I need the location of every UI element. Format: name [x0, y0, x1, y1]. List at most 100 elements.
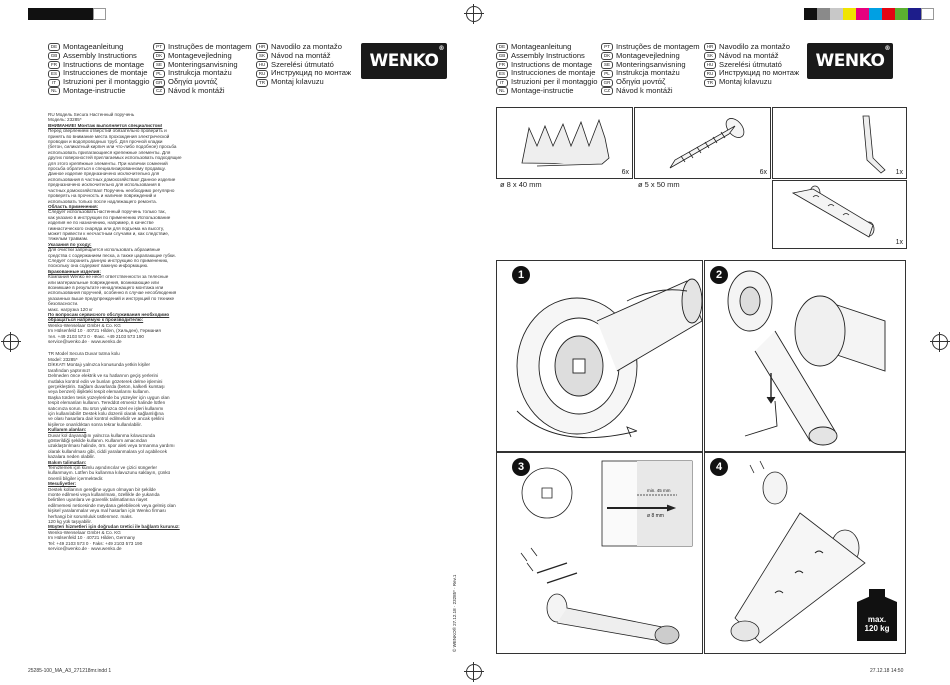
- instruction-line: безопасности.: [48, 301, 79, 307]
- language-label: Instruções de montagem: [616, 42, 700, 51]
- color-swatch: [804, 8, 817, 20]
- instruction-line: Область применения:: [48, 203, 99, 209]
- language-code-icon: GB: [48, 52, 60, 61]
- registration-mark-left: [1, 332, 21, 352]
- instruction-line: обращаться напрямую к производителю:: [48, 317, 144, 323]
- language-label: Montagevejledning: [168, 50, 232, 60]
- step-2-panel: [704, 260, 906, 452]
- weight-line-1: max.: [867, 615, 887, 624]
- language-label: Instructions de montage: [63, 59, 145, 69]
- instruction-line: olarak kullanılması gibi, ciddi yaralanm…: [48, 448, 167, 454]
- screw-qty: 6x: [759, 169, 767, 176]
- language-code-icon: HR: [704, 43, 716, 52]
- language-code-icon: DE: [48, 43, 60, 52]
- language-code-icon: DK: [601, 52, 613, 61]
- language-label: Navodilo za montažo: [271, 42, 342, 51]
- language-code-icon: HU: [256, 60, 268, 69]
- instruction-line: Следует использовать настенный поручень …: [48, 209, 166, 215]
- step-1-illustration: [516, 278, 703, 439]
- instruction-line: поскольку она содержит важную информацию…: [48, 263, 149, 269]
- dowel-icon: [521, 118, 610, 167]
- language-code-icon: GR: [153, 78, 165, 87]
- instruction-line: просьба обратиться к специализированному…: [48, 166, 166, 172]
- dowel-dimension: ø 8 x 40 mm: [500, 180, 542, 189]
- language-label: Montagevejledning: [616, 50, 680, 60]
- language-code-icon: SK: [704, 52, 716, 61]
- instruction-line: ve olası hasarlara dair kontrol edilmeli…: [48, 416, 164, 422]
- instruction-line: belirtilen uyarılara ve güvenlik talimat…: [48, 497, 148, 503]
- instruction-line: Temizlemek için kumlu aşındırıcılar ve ç…: [48, 465, 158, 470]
- language-label: Návod na montáž: [719, 50, 779, 60]
- step-4-panel: max. 120 kg: [704, 452, 906, 654]
- instruction-line: Im Hülsenfeld 10 · 40721 Hilden, Germany: [48, 535, 136, 541]
- language-label: Instrucciones de montaje: [63, 68, 148, 78]
- instruction-line: Kullanım alanları:: [48, 427, 87, 433]
- language-code-icon: CZ: [601, 87, 613, 96]
- instruction-line: проверять на прочность и наличие поврежд…: [48, 193, 157, 199]
- instruction-line: для этого крепёжные элементы. При наличи…: [48, 160, 168, 166]
- part-screw-box: 6x: [634, 107, 771, 179]
- color-swatch: [921, 8, 934, 20]
- instruction-line: Указания по уходу:: [48, 241, 92, 247]
- step-2-badge: 2: [710, 266, 728, 284]
- instruction-line: Duvar kol dayanağını yalnızca kullanma k…: [48, 432, 155, 438]
- footer-filename: 25285-100_MA_A3_271218mr.indd 1: [28, 668, 112, 674]
- instruction-line: RU Модель Secura Настенный поручень: [48, 112, 135, 117]
- instruction-line: gösterildiği şekilde kullanın. Kullanım …: [48, 437, 148, 443]
- instruction-line: Бракованные изделия:: [48, 268, 101, 274]
- step-1-badge: 1: [512, 266, 530, 284]
- instruction-line: проводки и водопроводных труб. Для прочн…: [48, 139, 163, 145]
- instruction-line: herhangi bir sorumluluk üstlenmez. maks.: [48, 513, 133, 519]
- instruction-line: или материальные повреждения, возникающи…: [48, 279, 159, 285]
- language-code-icon: GB: [496, 52, 508, 61]
- instruction-line: Delmeden önce elektrik ve su hatlarının …: [48, 373, 159, 379]
- instruction-line: kişilerce onarıldıktan sonra tekrar kull…: [48, 421, 142, 427]
- instruction-line: предназначено исключительно для использо…: [48, 182, 161, 188]
- language-label: Instrukcja montażu: [616, 68, 680, 78]
- instruction-line: тяжелым травмам.: [48, 236, 89, 242]
- part-dowel-box: 6x: [496, 107, 633, 179]
- instruction-line: kazalara neden olabilir.: [48, 454, 95, 460]
- step-2-illustration: [727, 270, 886, 446]
- language-code-icon: ES: [496, 69, 508, 78]
- instruction-line: Tel: +49 2103 573 0 · Faks: +49 2103 573…: [48, 540, 143, 546]
- color-swatch: [908, 8, 921, 20]
- instruction-line: edilmemesi neticesinde meydana gelebilec…: [48, 502, 176, 508]
- language-code-icon: FR: [496, 60, 508, 69]
- instruction-line: тел. +49 2103 573 0 · Факс. +49 2103 573…: [48, 333, 144, 339]
- color-swatch: [869, 8, 882, 20]
- instruction-line: Модель: 23285*: [48, 117, 82, 123]
- language-code-icon: DE: [496, 43, 508, 52]
- color-swatch: [843, 8, 856, 20]
- language-label: Instrucciones de montaje: [511, 68, 596, 78]
- language-label: Montage-instructie: [511, 85, 574, 95]
- instruction-line: monte edilmesi veya kullanılması, özelli…: [48, 492, 160, 498]
- wenko-logo-right: WENKO®: [807, 43, 893, 79]
- instruction-line: указанных выше предупреждений и инструкц…: [48, 295, 175, 301]
- wenko-logo: WENKO®: [361, 43, 447, 79]
- instruction-line: других поверхностей приглагаемых использ…: [48, 155, 182, 161]
- language-label: Montage-instructie: [63, 85, 126, 95]
- registration-mark-bottom: [464, 662, 484, 682]
- instruction-line: Destek kollarının gereğine uygun olmayan…: [48, 486, 156, 492]
- language-label: Instructions de montage: [511, 59, 593, 69]
- color-swatch: [817, 8, 830, 20]
- language-code-icon: SK: [256, 52, 268, 61]
